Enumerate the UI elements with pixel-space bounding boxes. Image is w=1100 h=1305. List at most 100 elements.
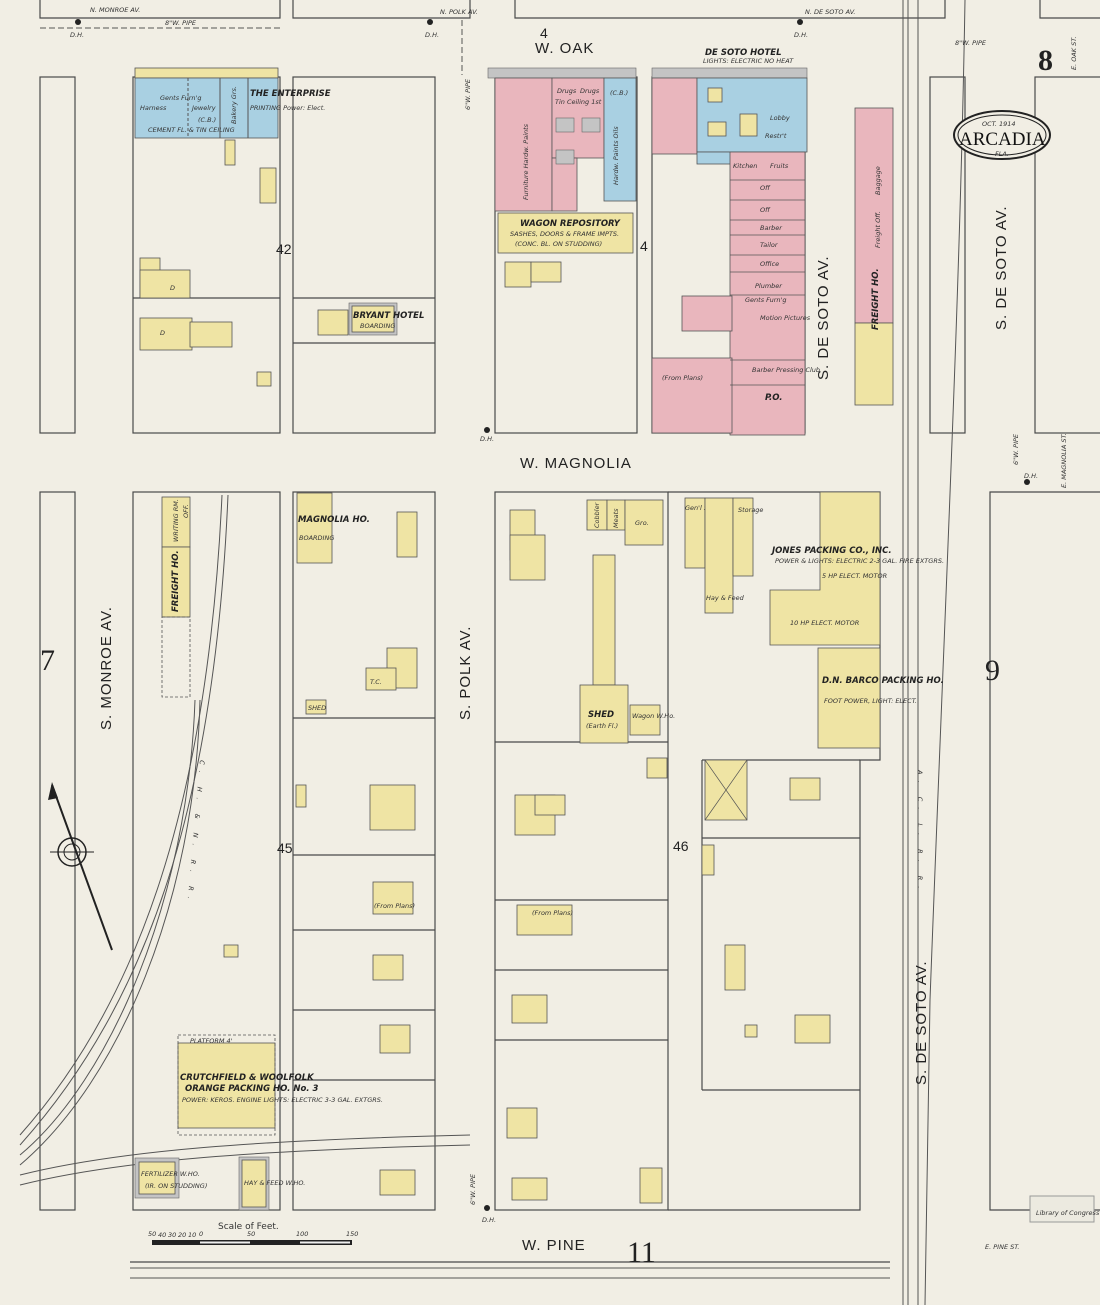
street-s-desoto: S. DE SOTO AV. [993, 205, 1010, 330]
svg-text:ORANGE PACKING HO. No. 3: ORANGE PACKING HO. No. 3 [185, 1084, 318, 1094]
svg-text:Off: Off [760, 206, 771, 214]
label-bakery: Bakery Grs. [230, 86, 238, 124]
svg-text:150: 150 [346, 1230, 358, 1238]
label-furniture: Furniture Hardw. Paints [522, 123, 530, 200]
block-numbers: 4 4 42 45 46 7 9 11 [40, 25, 1000, 1269]
label-gents-furn: Gents Furn'g [160, 94, 201, 102]
svg-text:Barber Pressing Club: Barber Pressing Club [752, 366, 820, 374]
svg-text:Meats: Meats [612, 508, 620, 528]
svg-text:Tailor: Tailor [760, 241, 779, 249]
svg-text:Lobby: Lobby [770, 114, 790, 122]
svg-text:HAY & FEED W.HO.: HAY & FEED W.HO. [244, 1179, 305, 1187]
svg-text:45: 45 [277, 840, 293, 856]
svg-text:30: 30 [168, 1231, 176, 1239]
block-outlines [39, 76, 1100, 1263]
label-jewelry: Jewelry [190, 104, 216, 112]
street-n-desoto: N. DE SOTO AV. [805, 8, 855, 16]
svg-text:POWER: KEROS. ENGINE LIGHTS:: POWER: KEROS. ENGINE LIGHTS: ELECTRIC 3-… [182, 1096, 383, 1104]
label-dwelling: D [160, 329, 165, 337]
svg-text:0: 0 [199, 1230, 203, 1238]
svg-text:50: 50 [247, 1230, 255, 1238]
svg-text:Library of Congress: Library of Congress [1036, 1209, 1100, 1217]
svg-text:6"W. PIPE: 6"W. PIPE [1012, 433, 1020, 465]
svg-text:4: 4 [540, 25, 548, 41]
street-s-polk: S. POLK AV. [457, 626, 474, 720]
svg-text:T.C.: T.C. [370, 678, 382, 686]
svg-text:D.H.: D.H. [425, 31, 439, 39]
svg-text:BOARDING: BOARDING [360, 322, 395, 330]
svg-text:Gents Furn'g: Gents Furn'g [745, 296, 786, 304]
svg-text:Wagon W.Ho.: Wagon W.Ho. [632, 712, 675, 720]
svg-text:FOOT POWER, LIGHT: ELECT.: FOOT POWER, LIGHT: ELECT. [824, 697, 917, 705]
svg-text:6"W. PIPE: 6"W. PIPE [469, 1173, 477, 1205]
label-harness: Harness [140, 104, 167, 112]
svg-text:D.H.: D.H. [482, 1216, 496, 1224]
svg-text:50: 50 [148, 1230, 156, 1238]
svg-text:Drugs: Drugs [580, 87, 600, 95]
block-45-buildings: MAGNOLIA HO. BOARDING T.C. SHED (From Pl… [295, 492, 418, 1196]
svg-text:(From Plans): (From Plans) [662, 374, 703, 382]
svg-text:LIGHTS: ELECTRIC NO HEAT: LIGHTS: ELECTRIC NO HEAT [703, 57, 794, 65]
svg-text:D.H.: D.H. [1024, 472, 1038, 480]
freight-house: Baggage Freight Off. FREIGHT HO. [854, 107, 894, 406]
svg-text:42: 42 [276, 241, 292, 257]
street-w-oak: W. OAK [535, 40, 594, 57]
town-name: ARCADIA [959, 129, 1046, 150]
svg-text:Baggage: Baggage [874, 166, 882, 195]
svg-text:MAGNOLIA HO.: MAGNOLIA HO. [298, 515, 370, 525]
bryant-hotel: BRYANT HOTEL BOARDING [317, 302, 424, 336]
street-w-magnolia: W. MAGNOLIA [520, 455, 632, 472]
svg-text:(C.B.): (C.B.) [610, 89, 628, 97]
svg-text:Gro.: Gro. [635, 519, 649, 527]
svg-text:(From Plans): (From Plans) [374, 902, 415, 910]
svg-text:D.H.: D.H. [480, 435, 494, 443]
block-4-west-buildings: Furniture Hardw. Paints Drugs Drugs Tin … [487, 67, 637, 288]
svg-text:FREIGHT HO.: FREIGHT HO. [171, 550, 181, 612]
svg-text:100: 100 [296, 1230, 308, 1238]
street-e-magnolia: E. MAGNOLIA ST. [1060, 433, 1068, 488]
svg-text:Barber: Barber [760, 224, 783, 232]
label-cb: (C.B.) [198, 116, 216, 124]
svg-text:20: 20 [178, 1231, 186, 1239]
north-blocks [39, 0, 1100, 19]
svg-text:8"W. PIPE: 8"W. PIPE [165, 19, 197, 27]
svg-text:Office: Office [760, 260, 779, 268]
svg-text:(CONC. BL. ON STUDDING): (CONC. BL. ON STUDDING) [515, 240, 602, 248]
svg-text:OFF.: OFF. [182, 504, 190, 518]
svg-text:Restr't: Restr't [765, 132, 787, 140]
svg-text:D.H.: D.H. [794, 31, 808, 39]
svg-text:(Earth Fl.): (Earth Fl.) [586, 722, 618, 730]
svg-text:FREIGHT HO.: FREIGHT HO. [871, 268, 881, 330]
label-crutchfield: CRUTCHFIELD & WOOLFOLK [180, 1073, 315, 1083]
scale-bar: Scale of Feet. 50 40 30 20 10 0 50 100 1… [148, 1222, 358, 1245]
label-desoto-hotel: DE SOTO HOTEL [705, 48, 782, 58]
svg-text:46: 46 [673, 838, 689, 854]
svg-text:Hay & Feed: Hay & Feed [706, 594, 745, 602]
svg-text:Drugs: Drugs [557, 87, 577, 95]
sheet-number: 8 [1038, 44, 1053, 77]
svg-text:9: 9 [985, 654, 1000, 687]
svg-text:Cobbler: Cobbler [593, 501, 601, 528]
svg-text:POWER & LIGHTS: ELECTRIC 2-3: POWER & LIGHTS: ELECTRIC 2-3 GAL. FIRE E… [775, 557, 944, 565]
title-cartouche: 8 OCT. 1914 ARCADIA FLA. [953, 44, 1053, 160]
svg-text:SHED: SHED [588, 710, 614, 720]
svg-text:7: 7 [40, 644, 55, 677]
label-enterprise-note: PRINTING Power: Elect. [250, 104, 325, 112]
svg-text:8"W. PIPE: 8"W. PIPE [955, 39, 987, 47]
svg-text:Gen'l S.: Gen'l S. [685, 504, 710, 512]
svg-text:Motion Pictures: Motion Pictures [760, 314, 811, 322]
label-enterprise: THE ENTERPRISE [250, 89, 331, 99]
svg-text:BOARDING: BOARDING [299, 534, 334, 542]
label-hardware: Hardw. Paints Oils [612, 126, 620, 185]
svg-text:Storage: Storage [738, 506, 763, 514]
state-name: FLA. [995, 150, 1009, 158]
svg-text:P.O.: P.O. [765, 393, 783, 403]
hydrant-label: D.H. [70, 31, 84, 39]
north-arrow-icon [48, 782, 113, 951]
block-rr-freight: WRITING RM. OFF. FREIGHT HO. PLATFORM 4'… [134, 496, 383, 1211]
svg-text:Freight Off.: Freight Off. [874, 211, 882, 248]
svg-text:Fruits: Fruits [770, 162, 789, 170]
svg-text:(From Plans): (From Plans) [532, 909, 573, 917]
svg-text:10 HP ELECT. MOTOR: 10 HP ELECT. MOTOR [790, 619, 859, 627]
